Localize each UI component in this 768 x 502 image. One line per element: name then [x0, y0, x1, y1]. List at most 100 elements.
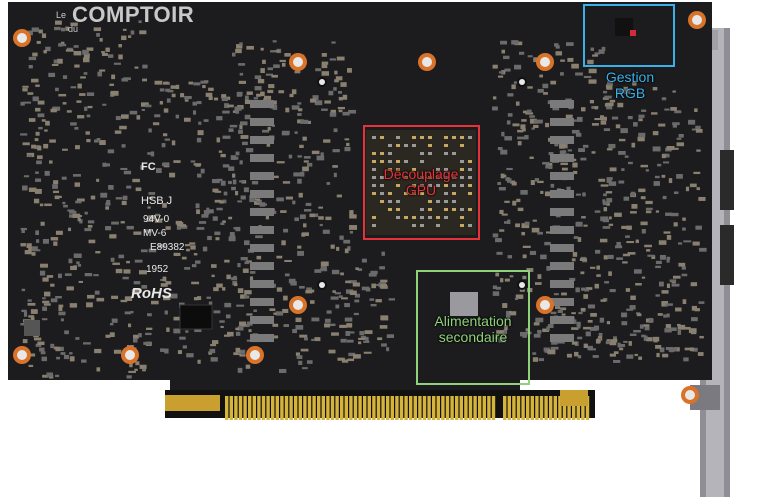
smd-part [363, 340, 370, 343]
gold-tab [560, 390, 588, 406]
smd-part [76, 198, 85, 202]
smd-part [120, 221, 125, 224]
smd-part [141, 285, 148, 289]
pad [260, 334, 274, 342]
smd-part [62, 201, 66, 205]
smd-part [77, 217, 81, 222]
smd-part [590, 312, 597, 317]
smd-part [664, 108, 670, 111]
smd-part [641, 109, 647, 112]
smd-part [699, 247, 707, 252]
smd-part [235, 109, 240, 114]
smd-part [293, 172, 302, 177]
smd-part [303, 160, 309, 163]
smd-part [111, 295, 119, 299]
smd-part [219, 320, 225, 323]
smd-part [31, 144, 36, 149]
smd-part [606, 197, 613, 203]
smd-part [297, 178, 302, 184]
smd-part [334, 79, 339, 83]
smd-part [600, 299, 606, 302]
smd-part [244, 261, 250, 265]
smd-part [278, 90, 285, 94]
smd-part [670, 107, 677, 111]
smd-part [333, 128, 338, 133]
smd-part [638, 132, 646, 138]
pad [250, 118, 264, 126]
decap [396, 208, 400, 211]
decap [460, 136, 464, 139]
smd-part [99, 140, 106, 145]
smd-part [695, 225, 702, 230]
smd-part [380, 283, 387, 289]
smd-part [665, 212, 673, 216]
smd-part [111, 318, 118, 323]
smd-part [379, 325, 388, 329]
smd-part [594, 106, 598, 110]
decap [372, 184, 376, 187]
smd-part [625, 288, 631, 292]
smd-part [606, 105, 613, 110]
smd-part [264, 95, 272, 100]
smd-part [259, 202, 266, 207]
smd-part [136, 115, 141, 120]
gold-finger [289, 396, 293, 420]
smd-part [50, 298, 58, 303]
smd-part [239, 121, 248, 126]
smd-part [571, 258, 576, 262]
smd-part [284, 273, 290, 277]
smd-part [515, 101, 520, 106]
decap [452, 176, 456, 179]
screw-hole [17, 33, 27, 43]
smd-part [326, 182, 331, 185]
smd-part [521, 231, 526, 236]
decap [460, 144, 464, 147]
smd-part [146, 327, 153, 330]
smd-part [498, 187, 506, 191]
pad [260, 280, 274, 288]
smd-part [106, 201, 110, 205]
gold-finger [257, 396, 261, 420]
smd-part [118, 54, 123, 60]
smd-part [294, 70, 301, 74]
smd-part [221, 97, 228, 102]
smd-part [354, 293, 360, 298]
smd-part [73, 253, 82, 258]
smd-part [546, 265, 551, 271]
smd-part [173, 252, 181, 257]
smd-part [532, 357, 539, 362]
smd-part [618, 150, 626, 155]
smd-part [260, 47, 264, 51]
smd-part [142, 369, 146, 372]
smd-part [181, 256, 187, 260]
smd-part [676, 174, 683, 179]
smd-part [28, 187, 37, 192]
gold-finger [436, 396, 440, 420]
smd-part [83, 72, 88, 75]
smd-part [643, 335, 648, 340]
smd-part [590, 47, 595, 51]
smd-part [530, 180, 535, 186]
smd-part [267, 126, 271, 131]
smd-part [355, 267, 359, 270]
decouplage-gpu-box [363, 125, 480, 240]
smd-part [84, 273, 93, 277]
smd-part [361, 258, 367, 263]
smd-part [218, 150, 223, 153]
decap [380, 136, 384, 139]
smd-part [361, 286, 370, 291]
smd-part [211, 178, 220, 184]
left-chip [179, 304, 213, 330]
smd-part [663, 231, 671, 234]
smd-part [200, 168, 205, 174]
smd-part [84, 106, 88, 111]
smd-part [192, 101, 198, 106]
smd-part [623, 340, 628, 343]
smd-part [96, 297, 105, 302]
smd-part [28, 56, 37, 61]
smd-part [646, 337, 653, 342]
smd-part [276, 161, 285, 164]
gold-finger [275, 396, 279, 420]
smd-part [28, 315, 35, 318]
smd-part [165, 226, 171, 230]
